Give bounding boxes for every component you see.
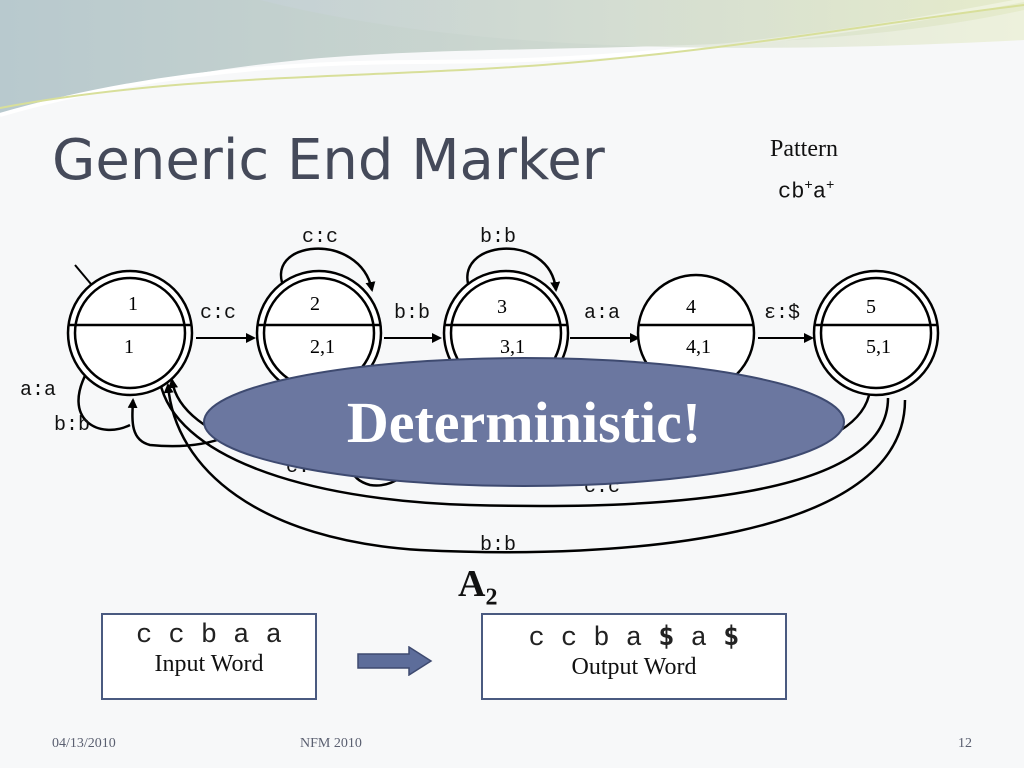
state-1-top: 1 — [128, 293, 138, 315]
output-word: c c b a $ a $ — [528, 621, 740, 654]
footer-date: 04/13/2010 — [52, 736, 116, 751]
loop-state-3 — [466, 247, 561, 292]
state-1: 1 1 — [66, 269, 194, 397]
overlay-text: Deterministic! — [347, 390, 701, 455]
pattern-label: Pattern — [770, 136, 838, 162]
label-loop-2: c:c — [302, 226, 338, 249]
state-3-top: 3 — [497, 296, 507, 318]
input-word: c c b a a — [136, 621, 282, 651]
state-5-bottom: 5,1 — [866, 336, 891, 358]
label-edge-2-3: b:b — [394, 302, 430, 325]
automaton-name: A2 — [458, 563, 498, 611]
label-edge-4-5: ε:$ — [764, 302, 800, 325]
label-edge-3-4: a:a — [584, 302, 620, 325]
state-2-bottom: 2,1 — [310, 336, 335, 358]
input-word-caption: Input Word — [154, 651, 264, 677]
footer-venue: NFM 2010 — [300, 736, 362, 751]
loop-state-2 — [279, 247, 376, 292]
label-edge-1-2: c:c — [200, 302, 236, 325]
output-word-caption: Output Word — [571, 654, 697, 680]
input-word-box: c c b a a Input Word — [101, 613, 317, 700]
pattern-expression: cb+a+ — [778, 178, 835, 205]
state-4-top: 4 — [686, 296, 696, 318]
edge-5-to-1-mid — [158, 381, 890, 508]
footer-page-number: 12 — [958, 736, 972, 751]
state-5-top: 5 — [866, 296, 876, 318]
slide-title: Generic End Marker — [52, 128, 605, 193]
label-self-1-b: b:b — [54, 414, 90, 437]
transform-arrow-icon — [357, 646, 433, 676]
label-self-1-a: a:a — [20, 379, 56, 402]
state-5: 5 5,1 — [812, 269, 940, 397]
output-word-box: c c b a $ a $ Output Word — [481, 613, 787, 700]
state-4-bottom: 4,1 — [686, 336, 711, 358]
edge-5-to-1-outer — [163, 383, 907, 554]
deterministic-overlay: Deterministic! — [203, 357, 845, 487]
state-3-bottom: 3,1 — [500, 336, 525, 358]
state-1-bottom: 1 — [124, 336, 134, 358]
state-2-top: 2 — [310, 293, 320, 315]
label-back-b: b:b — [480, 534, 516, 557]
label-loop-3: b:b — [480, 226, 516, 249]
self-loop-1 — [77, 369, 131, 432]
state-2: 2 2,1 — [255, 269, 383, 397]
